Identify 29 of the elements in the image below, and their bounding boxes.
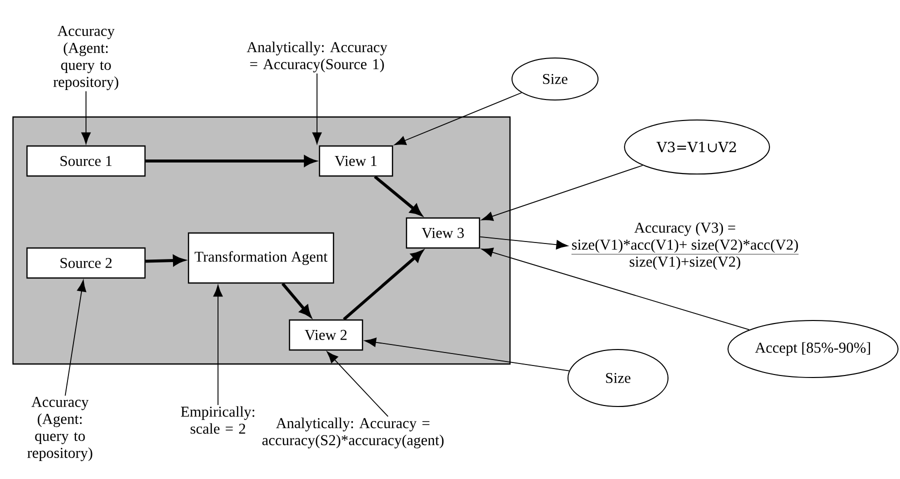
arrow [364, 338, 570, 372]
process-box: Source 1 [26, 145, 146, 177]
ellipse-node: Accept [85%-90%] [728, 320, 898, 378]
process-box: View 1 [318, 145, 394, 177]
ellipse-node: Size [512, 58, 598, 100]
arrow [481, 248, 750, 330]
note-text: Analytically: Accuracy = Accuracy(Source 1) [246, 42, 388, 72]
arrow [342, 250, 423, 321]
arrow [374, 175, 422, 216]
arrow [394, 92, 522, 146]
arrow [481, 164, 644, 221]
arrow [480, 236, 568, 250]
note-text: Accuracy (Agent: query to repository) [53, 26, 118, 90]
ellipse-node: V3=V1∪V2 [624, 120, 770, 174]
note-text: Analytically: Accuracy = accuracy(S2)*accuracy(agent) [262, 418, 444, 448]
process-box: Transformation Agent [188, 232, 334, 284]
process-box: Source 2 [26, 247, 146, 279]
arrow [281, 282, 311, 317]
arrow [326, 351, 388, 417]
arrow [213, 284, 223, 406]
note-text: Accuracy (Agent: query to repository) [27, 396, 92, 462]
formula-text: Accuracy (V3) = size(V1)*acc(V1)+ size(V2)*acc(V2) size(V1)+size(V2) [571, 222, 799, 270]
process-box: View 3 [406, 217, 480, 249]
arrow [312, 73, 322, 144]
arrow [81, 90, 91, 144]
arrow [64, 280, 86, 396]
process-box: View 2 [288, 319, 364, 351]
ellipse-node: Size [568, 349, 668, 407]
note-text: Empirically: scale = 2 [180, 406, 254, 434]
